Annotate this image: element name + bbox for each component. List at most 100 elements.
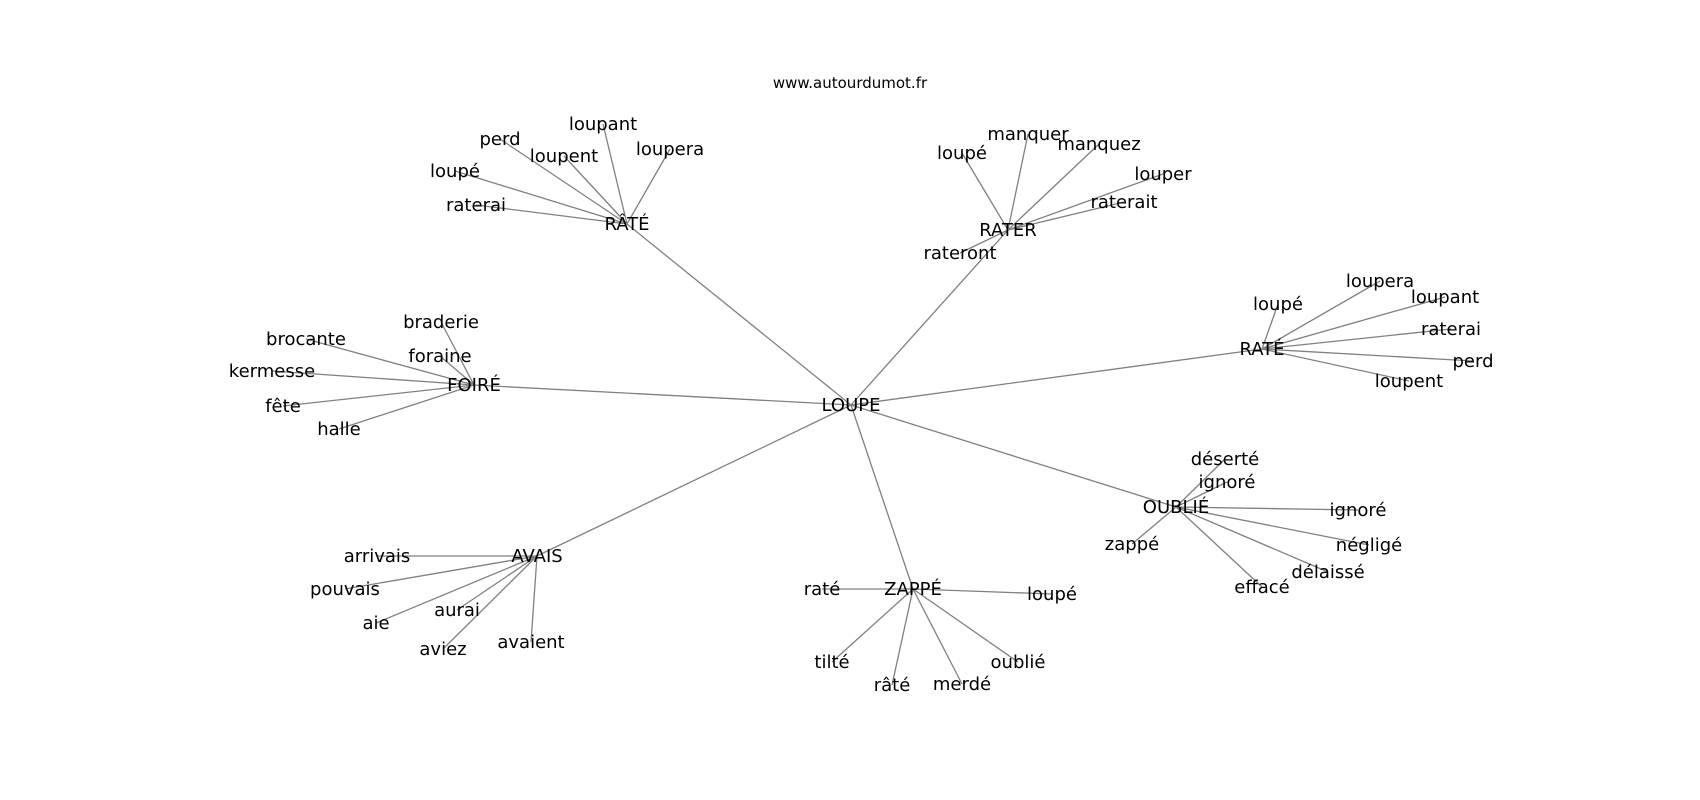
word-node-avais-3[interactable]: aie — [362, 613, 389, 634]
word-node-foire-5[interactable]: halle — [317, 419, 361, 440]
word-node-avais-0[interactable]: arrivais — [344, 546, 411, 567]
edge-avais-3 — [375, 555, 538, 624]
edge-foire-1 — [305, 338, 475, 386]
edge-oublie-4 — [1175, 506, 1370, 546]
edge-rate-right-3 — [1261, 328, 1452, 350]
word-node-rate-right-5[interactable]: loupent — [1375, 371, 1443, 392]
edge-foire-4 — [282, 384, 475, 407]
edge-foire-0 — [440, 321, 475, 386]
word-node-rater-1[interactable]: loupé — [937, 143, 987, 164]
graph-labels: www.autourdumot.fr LOUPERÂTÉloupantperdl… — [229, 74, 1494, 696]
cluster-node-foire[interactable]: FOIRÉ — [447, 374, 501, 396]
word-node-zappe-1[interactable]: loupé — [1027, 584, 1077, 605]
edge-rater-0 — [1007, 133, 1029, 231]
word-node-rater-0[interactable]: manquer — [987, 124, 1069, 145]
edge-rater-2 — [1007, 143, 1100, 231]
word-node-oublie-4[interactable]: négligé — [1336, 535, 1402, 556]
edge-rater-4 — [1007, 201, 1125, 231]
word-node-oublie-3[interactable]: zappé — [1105, 534, 1159, 555]
edge-center-rate-right — [850, 348, 1263, 406]
edge-rate-top-3 — [626, 148, 671, 225]
word-node-rate-right-2[interactable]: loupant — [1411, 287, 1479, 308]
edge-rater-1 — [961, 152, 1009, 231]
edge-foire-2 — [439, 355, 475, 386]
word-node-rate-top-0[interactable]: loupant — [569, 114, 637, 135]
edge-avais-1 — [344, 555, 538, 590]
edge-oublie-6 — [1175, 506, 1263, 588]
edge-rate-top-1 — [499, 138, 628, 225]
edge-rate-right-0 — [1261, 280, 1381, 350]
word-node-oublie-1[interactable]: ignoré — [1199, 472, 1256, 493]
edge-zappe-4 — [912, 588, 963, 685]
word-node-oublie-0[interactable]: déserté — [1191, 449, 1259, 470]
edge-rate-top-0 — [602, 123, 628, 225]
edge-center-zappe — [850, 404, 914, 590]
cluster-node-avais[interactable]: AVAIS — [511, 546, 562, 567]
center-node[interactable]: LOUPE — [822, 395, 881, 416]
edge-center-foire — [473, 384, 852, 406]
word-node-zappe-4[interactable]: merdé — [933, 674, 991, 695]
word-node-rate-top-1[interactable]: perd — [479, 129, 520, 150]
word-node-zappe-5[interactable]: râté — [874, 675, 911, 696]
edge-zappe-1 — [912, 588, 1053, 595]
edge-rate-top-2 — [563, 155, 628, 225]
edge-avais-4 — [530, 555, 538, 643]
edge-oublie-3 — [1131, 506, 1177, 545]
word-node-zappe-0[interactable]: raté — [804, 579, 841, 600]
edge-oublie-2 — [1175, 506, 1359, 511]
edge-rate-top-5 — [475, 204, 628, 225]
edge-rate-right-2 — [1261, 296, 1446, 350]
edge-foire-3 — [271, 370, 475, 386]
word-node-foire-2[interactable]: foraine — [408, 346, 471, 367]
word-node-zappe-3[interactable]: oublié — [991, 652, 1046, 673]
word-node-avais-5[interactable]: aviez — [419, 639, 466, 660]
word-node-foire-1[interactable]: brocante — [266, 329, 346, 350]
word-node-rate-right-4[interactable]: perd — [1452, 351, 1493, 372]
edge-avais-5 — [442, 555, 538, 650]
edge-oublie-0 — [1175, 458, 1226, 508]
edge-rate-top-4 — [454, 170, 628, 225]
edge-zappe-2 — [831, 588, 914, 663]
word-node-rate-right-0[interactable]: loupera — [1346, 271, 1414, 292]
word-node-avais-4[interactable]: avaient — [497, 632, 564, 653]
site-title[interactable]: www.autourdumot.fr — [773, 74, 928, 92]
word-node-rate-right-1[interactable]: loupé — [1253, 294, 1303, 315]
edge-center-oublie — [850, 404, 1177, 508]
word-node-rate-top-4[interactable]: loupé — [430, 161, 480, 182]
graph-edges — [271, 123, 1474, 686]
word-node-avais-1[interactable]: pouvais — [310, 579, 380, 600]
word-node-oublie-2[interactable]: ignoré — [1330, 500, 1387, 521]
word-node-rate-top-3[interactable]: loupera — [636, 139, 704, 160]
edge-center-rate-top — [626, 223, 852, 406]
word-node-foire-0[interactable]: braderie — [403, 312, 479, 333]
word-node-oublie-6[interactable]: effacé — [1234, 577, 1289, 598]
edge-center-avais — [536, 404, 852, 557]
word-node-rate-top-5[interactable]: raterai — [446, 195, 506, 216]
edge-rater-5 — [959, 229, 1009, 254]
word-node-rate-top-2[interactable]: loupent — [530, 146, 598, 167]
cluster-node-oublie[interactable]: OUBLIÉ — [1143, 496, 1209, 518]
word-node-rater-5[interactable]: rateront — [923, 243, 996, 264]
word-node-rater-4[interactable]: raterait — [1090, 192, 1157, 213]
word-node-avais-2[interactable]: aurai — [434, 600, 480, 621]
word-node-oublie-5[interactable]: délaissé — [1291, 562, 1364, 583]
edge-avais-2 — [456, 555, 538, 611]
edge-zappe-3 — [912, 588, 1019, 663]
edge-rater-3 — [1007, 173, 1164, 231]
word-node-rater-3[interactable]: louper — [1134, 164, 1192, 185]
cluster-node-rater[interactable]: RATER — [979, 220, 1037, 241]
edge-oublie-1 — [1175, 481, 1228, 508]
edge-rate-right-5 — [1261, 348, 1410, 382]
word-node-zappe-2[interactable]: tilté — [814, 652, 849, 673]
cluster-node-rate-right[interactable]: RATÉ — [1239, 338, 1284, 360]
edge-center-rater — [850, 229, 1009, 406]
edge-zappe-5 — [891, 588, 914, 686]
word-node-rate-right-3[interactable]: raterai — [1421, 319, 1481, 340]
cluster-node-rate-top[interactable]: RÂTÉ — [604, 213, 649, 235]
word-node-foire-3[interactable]: kermesse — [229, 361, 315, 382]
word-node-rater-2[interactable]: manquez — [1057, 134, 1140, 155]
word-node-foire-4[interactable]: fête — [265, 396, 301, 417]
cluster-node-zappe[interactable]: ZAPPÉ — [884, 578, 942, 600]
edge-rate-right-4 — [1261, 348, 1474, 362]
